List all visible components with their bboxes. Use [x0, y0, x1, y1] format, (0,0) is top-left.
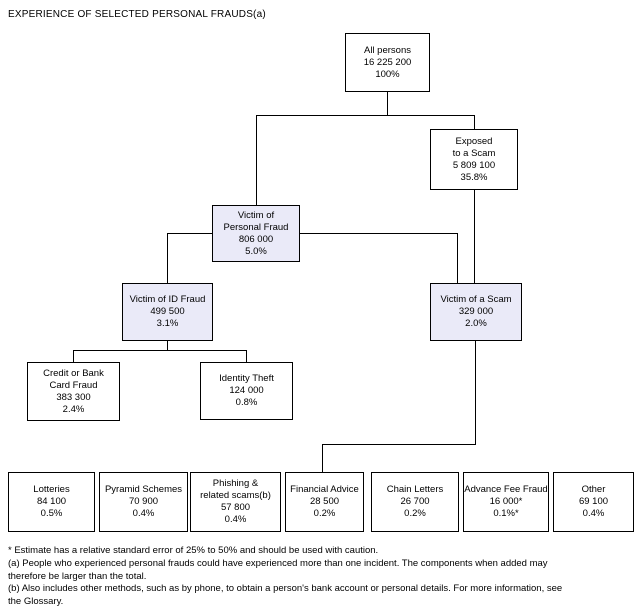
node-all-persons-percent: 100% [375, 68, 400, 80]
connector-to-idfraud [167, 233, 168, 283]
node-other-percent: 0.4% [582, 508, 605, 519]
node-chain-letters-label: Chain Letters [386, 484, 444, 495]
node-victim-personal-fraud-percent: 5.0% [245, 245, 267, 257]
node-victim-personal-fraud: Victim of Personal Fraud 806 000 5.0% [212, 205, 300, 262]
connector-to-scamtypes [322, 444, 323, 472]
node-lotteries-label: Lotteries [33, 484, 70, 495]
node-all-persons-label: All persons [363, 44, 411, 56]
node-victim-scam: Victim of a Scam 329 000 2.0% [430, 283, 522, 341]
node-financial-advice: Financial Advice 28 500 0.2% [285, 472, 364, 532]
node-all-persons-value: 16 225 200 [363, 56, 412, 68]
node-chain-letters: Chain Letters 26 700 0.2% [371, 472, 459, 532]
connector-idfraud-horizontal [73, 350, 247, 351]
connector-to-creditcard [73, 350, 74, 362]
node-phishing-value: 57 800 [220, 502, 251, 513]
connector-to-identitytheft [246, 350, 247, 364]
connector-to-victim-personal [256, 115, 257, 205]
node-victim-id-fraud: Victim of ID Fraud 499 500 3.1% [122, 283, 213, 341]
node-victim-scam-label: Victim of a Scam [440, 294, 512, 305]
node-financial-advice-percent: 0.2% [313, 508, 336, 519]
node-victim-personal-fraud-label: Victim of Personal Fraud [223, 209, 289, 233]
node-victim-personal-fraud-value: 806 000 [238, 233, 274, 245]
node-exposed-to-scam-label: Exposed to a Scam [452, 135, 496, 159]
node-other: Other 69 100 0.4% [553, 472, 634, 532]
node-victim-scam-percent: 2.0% [465, 318, 487, 329]
node-exposed-to-scam-value: 5 809 100 [452, 159, 496, 171]
node-credit-bank-card-fraud-percent: 2.4% [62, 403, 85, 415]
node-financial-advice-label: Financial Advice [290, 484, 359, 495]
footnote-b-line1: (b) Also includes other methods, such as… [8, 583, 563, 595]
node-phishing: Phishing & related scams(b) 57 800 0.4% [190, 472, 281, 532]
node-advance-fee-fraud: Advance Fee Fraud 16 000* 0.1%* [463, 472, 549, 532]
node-advance-fee-fraud-label: Advance Fee Fraud [464, 484, 548, 495]
node-credit-bank-card-fraud: Credit or Bank Card Fraud 383 300 2.4% [27, 362, 120, 421]
footnote-a-line2: therefore be larger than the total. [8, 570, 147, 582]
node-identity-theft-label: Identity Theft [219, 373, 274, 384]
node-phishing-label: Phishing & related scams(b) [200, 478, 271, 501]
node-advance-fee-fraud-value: 16 000* [489, 496, 523, 507]
node-pyramid-schemes-value: 70 900 [128, 496, 159, 507]
node-lotteries-value: 84 100 [36, 496, 67, 507]
node-lotteries: Lotteries 84 100 0.5% [8, 472, 95, 532]
node-identity-theft-value: 124 000 [229, 385, 264, 396]
node-all-persons: All persons 16 225 200 100% [345, 33, 430, 92]
connector-to-exposed [474, 115, 475, 129]
node-chain-letters-percent: 0.2% [404, 508, 426, 519]
node-victim-id-fraud-label: Victim of ID Fraud [129, 294, 206, 305]
node-pyramid-schemes-percent: 0.4% [132, 508, 155, 519]
footnotes: * Estimate has a relative standard error… [8, 545, 638, 609]
node-chain-letters-value: 26 700 [400, 496, 430, 507]
page-title: EXPERIENCE OF SELECTED PERSONAL FRAUDS(a… [8, 9, 266, 20]
node-victim-id-fraud-percent: 3.1% [156, 318, 179, 329]
connector-exposed-to-victimscam [474, 190, 475, 283]
footnote-a-line1: (a) People who experienced personal frau… [8, 557, 548, 569]
footnote-b-line2: the Glossary. [8, 596, 64, 608]
node-victim-id-fraud-value: 499 500 [150, 306, 185, 317]
node-credit-bank-card-fraud-value: 383 300 [56, 391, 91, 403]
connector-victimscam-horizontal [322, 444, 476, 445]
node-identity-theft-percent: 0.8% [235, 397, 258, 408]
node-exposed-to-scam-percent: 35.8% [460, 171, 488, 183]
node-other-value: 69 100 [578, 496, 609, 507]
node-victim-scam-value: 329 000 [458, 306, 494, 317]
node-financial-advice-value: 28 500 [309, 496, 340, 507]
connector-idfraud-down [167, 341, 168, 350]
connector-allpersons-down [387, 92, 388, 115]
node-lotteries-percent: 0.5% [40, 508, 63, 519]
node-exposed-to-scam: Exposed to a Scam 5 809 100 35.8% [430, 129, 518, 190]
connector-personal-right [300, 233, 457, 234]
node-advance-fee-fraud-percent: 0.1%* [493, 508, 519, 519]
node-phishing-percent: 0.4% [224, 514, 247, 525]
footnote-asterisk: * Estimate has a relative standard error… [8, 545, 379, 556]
connector-personal-to-victimscam [457, 233, 458, 283]
node-identity-theft: Identity Theft 124 000 0.8% [200, 362, 293, 420]
connector-top-horizontal [256, 115, 475, 116]
connector-personal-left [167, 233, 212, 234]
node-other-label: Other [581, 484, 606, 495]
node-pyramid-schemes-label: Pyramid Schemes [104, 484, 183, 495]
connector-victimscam-down [475, 341, 476, 444]
node-pyramid-schemes: Pyramid Schemes 70 900 0.4% [99, 472, 188, 532]
node-credit-bank-card-fraud-label: Credit or Bank Card Fraud [43, 367, 104, 391]
